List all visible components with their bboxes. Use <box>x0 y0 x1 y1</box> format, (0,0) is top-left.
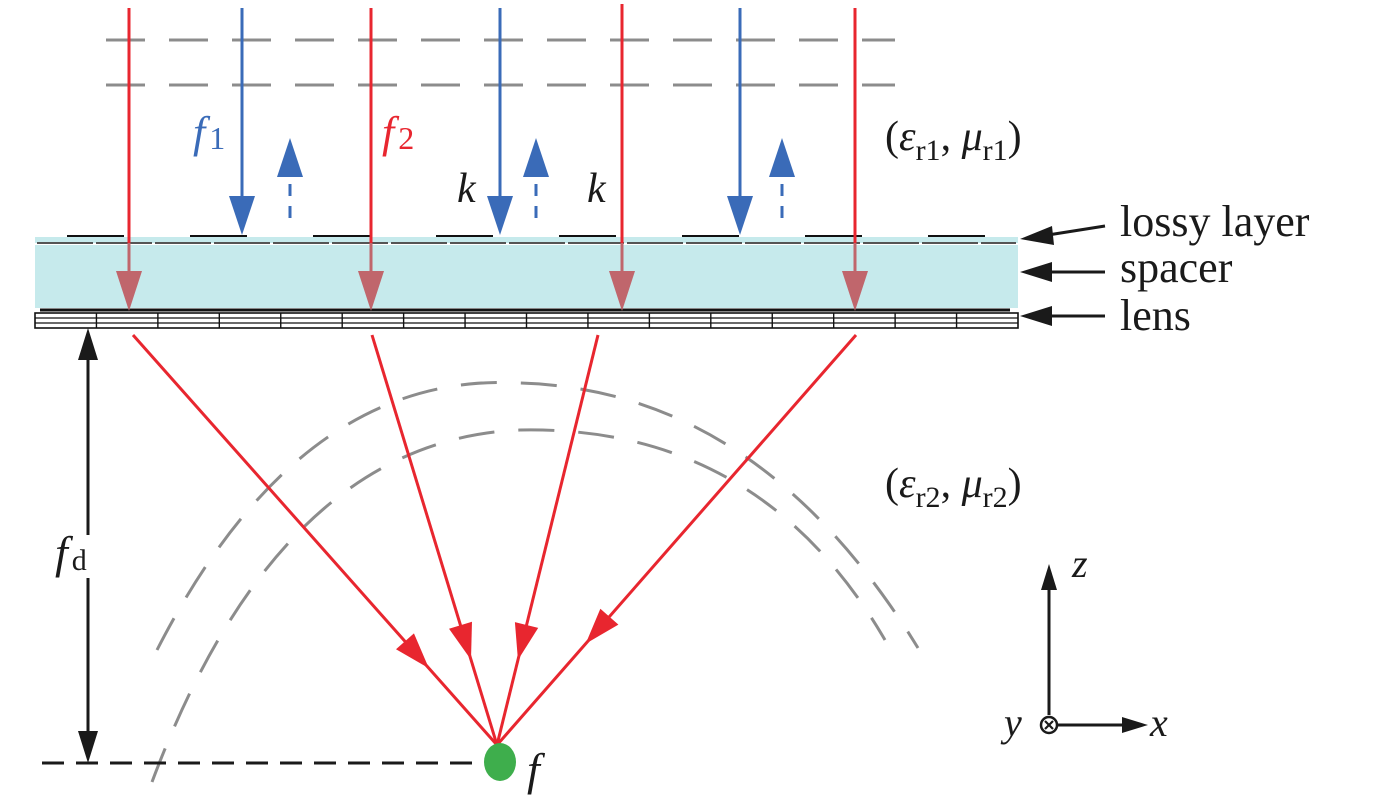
label-axis-x: x <box>1149 700 1168 745</box>
label-spacer: spacer <box>1120 243 1233 292</box>
fd-arrowhead-up <box>78 328 98 360</box>
label-k-left: k <box>457 166 477 212</box>
reflected-ray-f1-arrowhead <box>277 138 303 177</box>
coordinate-axes <box>1039 564 1148 735</box>
arcs <box>150 380 920 783</box>
fd-arrowhead-down <box>78 731 98 763</box>
x-axis-arrowhead <box>1122 717 1148 733</box>
spacer-layer <box>35 245 1018 308</box>
layer-pointers <box>1020 224 1106 326</box>
wavefront-arc-inner <box>150 428 887 783</box>
incident-ray-f2-arrowhead <box>842 271 868 311</box>
converging-ray <box>495 334 858 746</box>
incident-rays-f1 <box>229 8 753 235</box>
incident-ray-f2-arrowhead <box>609 271 635 311</box>
y-axis-cross <box>1044 720 1054 730</box>
converging-ray <box>495 334 600 746</box>
label-axis-z: z <box>1071 541 1088 586</box>
lens-arrowhead <box>1020 306 1052 326</box>
reflected-ray-f1-arrowhead <box>523 138 549 177</box>
focal-distance-dimension <box>42 328 480 765</box>
lossy-layer-band <box>35 237 1018 243</box>
converging-ray-arrowhead <box>395 633 429 669</box>
reflected-ray-f1-arrowhead <box>769 138 795 177</box>
label-axis-y: y <box>1000 700 1022 745</box>
label-medium-1: (εr1, μr1) <box>885 114 1022 167</box>
lossy-layer <box>35 235 1018 244</box>
converging-ray-arrowhead <box>585 608 619 644</box>
label-lens: lens <box>1120 291 1191 340</box>
incident-ray-f1-arrowhead <box>487 196 513 235</box>
lens-layer <box>34 308 1019 329</box>
label-k-right: k <box>587 166 607 212</box>
converging-rays <box>131 334 858 746</box>
z-axis-arrowhead <box>1041 564 1057 590</box>
converging-ray-arrowhead <box>514 622 539 660</box>
converging-ray-arrowhead <box>449 621 472 660</box>
focus-point <box>484 743 516 781</box>
incident-ray-f2-arrowhead <box>358 271 384 311</box>
label-focus: f <box>527 744 546 795</box>
incident-rays-f2 <box>116 4 868 311</box>
label-medium-2: (εr2, μr2) <box>885 461 1022 514</box>
converging-ray <box>131 334 499 746</box>
converging-ray <box>370 334 499 746</box>
spacer-arrowhead <box>1020 262 1052 282</box>
reflected-rays-f1 <box>277 138 795 218</box>
wavefront-arc-outer <box>155 380 920 651</box>
label-lossy-layer: lossy layer <box>1120 197 1310 246</box>
incident-ray-f1-arrowhead <box>229 196 255 235</box>
lossy-layer-pointer <box>1047 224 1106 237</box>
lens-cells <box>95 313 958 328</box>
incident-ray-f1-arrowhead <box>727 196 753 235</box>
lossy-layer-arrowhead <box>1020 226 1054 245</box>
incident-ray-f2-arrowhead <box>116 271 142 311</box>
